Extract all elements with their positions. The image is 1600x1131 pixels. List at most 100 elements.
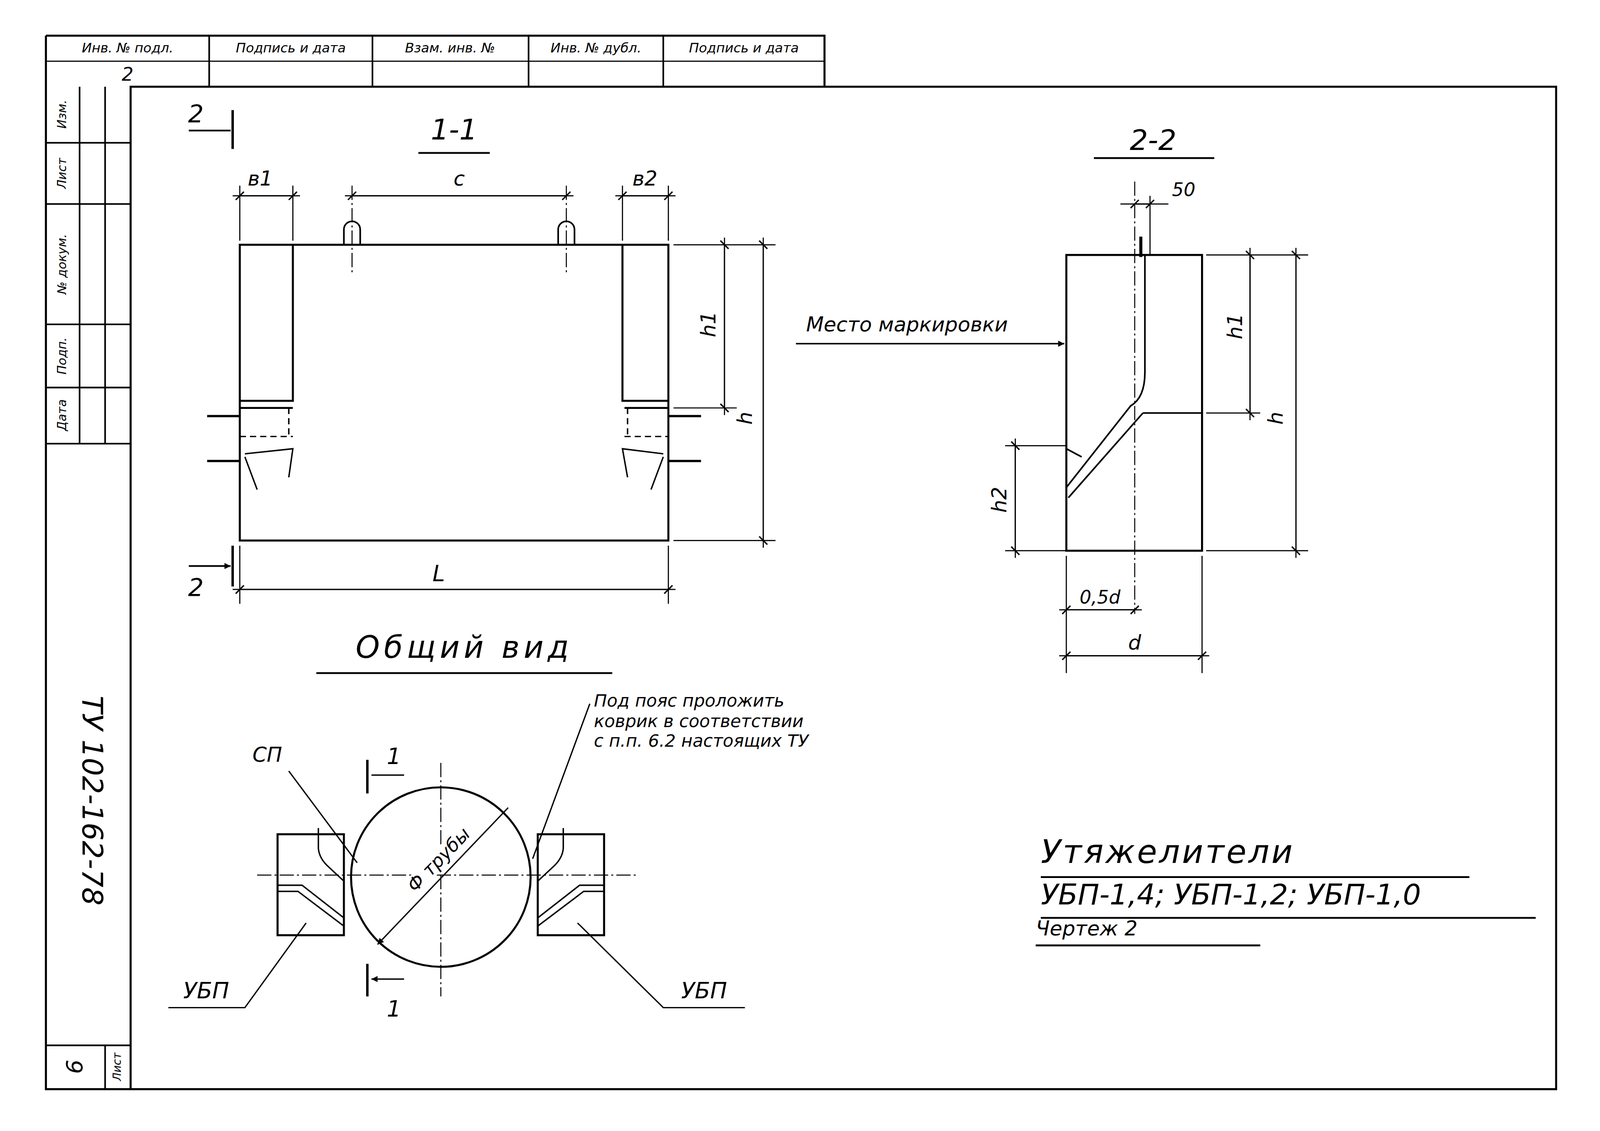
drawing-title: Утяжелители: [1040, 835, 1295, 869]
dimension-label: h2: [988, 486, 1010, 513]
section-1-1-part: [239, 407, 669, 410]
stamp-cell: № докум.: [56, 233, 69, 295]
general-view-part: [377, 807, 508, 945]
dimension-label: h: [1265, 411, 1286, 425]
section-mark: 1: [386, 745, 401, 768]
dimensions-1-1-part: [232, 195, 676, 197]
dimension-label: d: [1128, 632, 1141, 653]
stamp-cell: Подп.: [56, 337, 69, 375]
leader-lines-part: [288, 771, 358, 863]
dimensions-1-1-part: [232, 545, 676, 605]
dimensions-2-2-part: [1066, 555, 1203, 674]
sheet-frame-part: [79, 86, 106, 444]
part-label: СП: [252, 744, 283, 766]
part-label: УБП: [183, 980, 230, 1003]
section-1-1-part: [239, 244, 669, 401]
sheet-label: Лист: [111, 1052, 124, 1082]
stamp-cell: Инв. № подл.: [81, 41, 174, 55]
title-underlines: [1035, 877, 1536, 946]
section-1-1-part: [352, 185, 567, 274]
dimensions-2-2-part: [1059, 610, 1210, 657]
dimensions-1-1-part: [724, 244, 725, 409]
section-title: 2-2: [1129, 126, 1177, 156]
section-1-1-part: [207, 416, 701, 461]
dimension-label: h: [734, 411, 756, 425]
section-1-1-part: [343, 221, 575, 245]
sheet-frame-part: [46, 60, 825, 63]
dimensions-2-2-part: [1149, 196, 1151, 256]
stamp-cell: Дата: [56, 399, 69, 432]
dimensions-1-1-part: [673, 244, 776, 541]
dimension-label: в1: [247, 168, 273, 189]
sheet-frame-part: [46, 35, 825, 87]
dimensions-2-2-part: [1014, 445, 1016, 551]
section-2-2-part: [1133, 181, 1135, 615]
callout-note: Под пояс проложить коврик в соответствии…: [593, 691, 813, 752]
section-1-1: [207, 153, 701, 541]
dimensions-2-2-part: [1249, 254, 1251, 414]
section-mark: 2: [188, 102, 204, 127]
dimension-label: в2: [632, 168, 658, 189]
section-2-2-part: [1066, 448, 1083, 457]
dimension-label: h1: [698, 311, 719, 338]
stamp-cell: Подпись и дата: [235, 41, 346, 55]
dimensions-1-1-part: [231, 110, 234, 587]
section-2-2-part: [1093, 157, 1215, 160]
document-code: ТУ 102-162-78: [77, 695, 107, 906]
section-1-1-part: [622, 448, 664, 490]
dimension-label: h1: [1224, 313, 1245, 340]
section-1-1-part: [244, 448, 293, 490]
section-2-2-part: [1068, 413, 1202, 498]
general-view: [257, 760, 638, 997]
stamp-cell: Лист: [56, 157, 69, 189]
dimension-label: с: [453, 168, 466, 189]
dimensions-1-1-part: [762, 244, 764, 541]
stamp-cell: Взам. инв. №: [404, 41, 496, 55]
stamp-entry: 2: [121, 65, 134, 84]
section-1-1-part: [418, 152, 491, 155]
title-underlines-part: [1035, 877, 1536, 946]
drawing-number: Чертеж 2: [1035, 917, 1138, 939]
sheet-number: 6: [64, 1059, 87, 1074]
dimensions-2-2-part: [1004, 438, 1067, 559]
dimensions-2-2-part: [1120, 203, 1169, 205]
general-view-part: [366, 760, 369, 997]
dimension-label: L: [432, 563, 446, 586]
sheet-frame: [46, 35, 1557, 1090]
stamp-cell: Инв. № дубл.: [550, 41, 642, 55]
dimensions-1-1-part: [352, 195, 567, 197]
section-mark: 1: [386, 998, 401, 1021]
section-1-1-part: [239, 408, 669, 437]
dimensions-1-1-part: [188, 130, 231, 566]
dimensions-1-1-part: [239, 195, 293, 197]
dimensions-1-1-part: [239, 589, 669, 591]
general-view-part: [277, 828, 344, 927]
dimensions-2-2-part: [1249, 248, 1296, 559]
dimension-label: 50: [1171, 180, 1196, 199]
general-view-part: [537, 828, 604, 927]
dimensions-2-2-part: [1134, 203, 1151, 205]
dimensions-1-1-part: [239, 185, 669, 241]
drawing-subtitle: УБП-1,4; УБП-1,2; УБП-1,0: [1040, 881, 1422, 911]
part-label: УБП: [681, 980, 728, 1003]
stamp-cell: Изм.: [56, 99, 69, 129]
dimensions-2-2-part: [1066, 609, 1135, 611]
dimensions-2-2-part: [1206, 254, 1309, 551]
section-2-2: [1066, 158, 1215, 615]
dimensions-1-1-part: [316, 672, 613, 675]
dimensions-2-2: [796, 196, 1309, 674]
sheet-frame-part: [46, 1045, 131, 1090]
sheet-frame-part: [46, 35, 1557, 1090]
leader-lines-part: [168, 923, 306, 1009]
section-title: 1-1: [430, 116, 478, 145]
sheet-frame-part: [46, 142, 131, 444]
dimension-label: Ф трубы: [402, 823, 475, 897]
section-1-1-part: [239, 244, 669, 541]
dimensions-1-1-part: [622, 195, 669, 197]
dimension-label: 0,5d: [1079, 588, 1121, 607]
section-2-2-part: [1139, 236, 1143, 258]
dimensions-2-2-part: [1295, 254, 1297, 551]
dimensions-2-2-part: [796, 342, 1065, 345]
